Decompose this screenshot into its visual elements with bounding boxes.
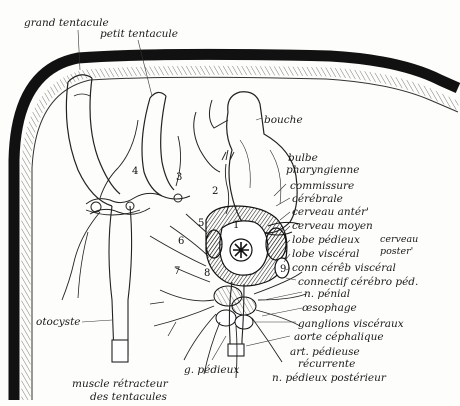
number-2: 2 [212, 186, 218, 197]
label-oesophage: œsophage [302, 302, 357, 314]
label-poster-brace: poster' [380, 246, 413, 258]
number-5: 5 [198, 218, 204, 229]
number-4: 4 [132, 166, 138, 177]
label-cerebrale: cérébrale [292, 193, 343, 205]
label-otocyste: otocyste [36, 316, 81, 328]
label-grand-tentacule: grand tentacule [24, 17, 109, 29]
retractor-muscle [62, 206, 140, 362]
label-cerveau-anter: cerveau antér' [292, 206, 369, 218]
label-cerveau-moyen: cerveau moyen [292, 220, 373, 232]
label-n-penial: n. pénial [304, 288, 350, 300]
label-commissure: commissure [290, 180, 354, 192]
label-n-pedieux-posterieur: n. pédieux postérieur [272, 372, 386, 384]
label-bulbe: bulbe [288, 152, 318, 164]
number-7: 7 [174, 266, 180, 277]
small-appendage [222, 150, 234, 214]
label-muscle-retracteur: muscle rétracteur [72, 378, 168, 390]
number-1: 1 [233, 220, 239, 231]
grand-tentacle [66, 75, 120, 206]
label-g-pedieux: g. pédieux [184, 364, 239, 376]
label-lobe-visceral: lobe viscéral [292, 248, 359, 260]
number-6: 6 [178, 236, 184, 247]
number-9: 9 [280, 264, 286, 275]
label-ganglions-visceraux: ganglions viscéraux [298, 318, 404, 330]
label-recurrente: récurrente [298, 358, 355, 370]
label-petit-tentacule: petit tentacule [100, 28, 178, 40]
number-3: 3 [176, 172, 182, 183]
label-pharyngienne: pharyngienne [286, 164, 360, 176]
small-tentacle [142, 92, 174, 196]
number-8: 8 [204, 268, 210, 279]
label-connectif-cerebro-ped: connectif cérébro péd. [298, 276, 418, 288]
pedal-ganglia [214, 286, 256, 329]
label-aorte-cephalique: aorte céphalique [294, 331, 384, 343]
label-conn-cereb-visceral: conn cérêb viscéral [292, 262, 396, 274]
label-lobe-pedieux: lobe pédieux [292, 234, 360, 246]
label-des-tentacules: des tentacules [90, 391, 167, 403]
label-art-pedieuse: art. pédieuse [290, 346, 360, 358]
label-bouche: bouche [264, 114, 303, 126]
leader-lines [78, 30, 302, 360]
label-cerveau-brace: cerveau [380, 234, 418, 246]
